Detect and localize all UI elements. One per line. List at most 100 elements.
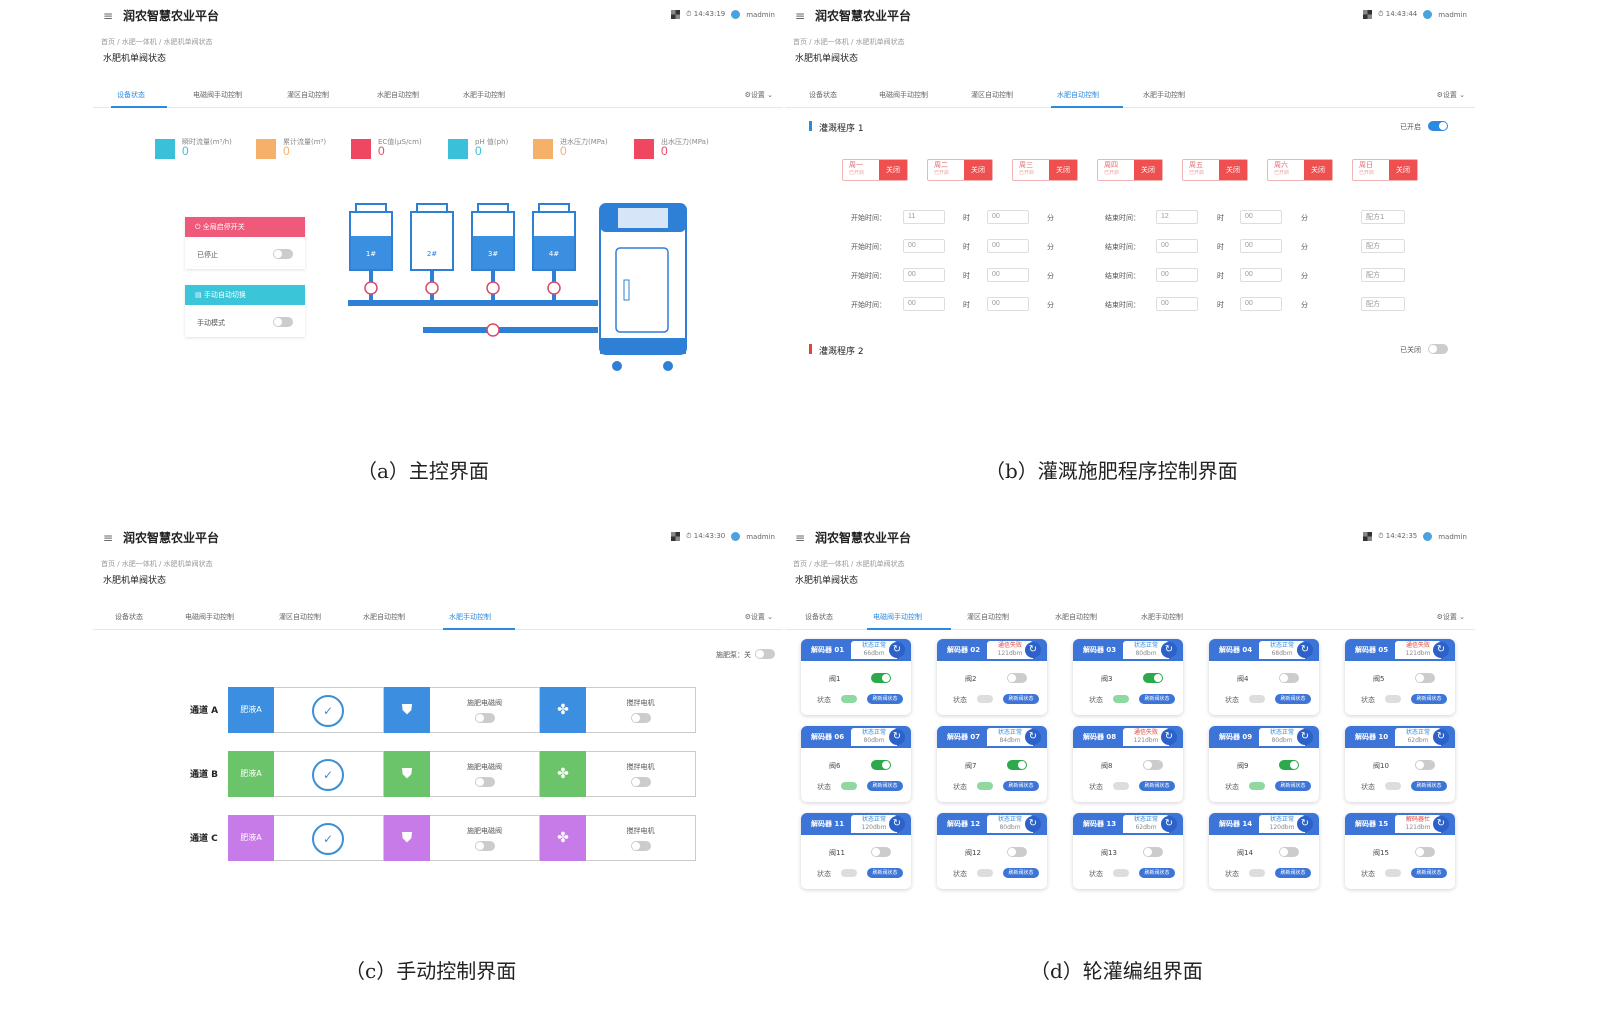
refresh-valve-button[interactable]: 刷新阀状态 [1275,868,1311,878]
refresh-icon[interactable]: ↻ [1433,729,1449,745]
refresh-valve-button[interactable]: 刷新阀状态 [1139,868,1175,878]
grid-icon[interactable] [1363,10,1373,19]
refresh-valve-button[interactable]: 刷新阀状态 [1139,694,1175,704]
refresh-icon[interactable]: ↻ [1297,816,1313,832]
motor-toggle[interactable] [631,841,651,851]
start-minute-input[interactable]: 00 [987,210,1029,224]
motor-toggle[interactable] [631,777,651,787]
end-hour-input[interactable]: 00 [1156,297,1198,311]
username[interactable]: madmin [746,532,775,541]
weekday-3[interactable]: 周三已开启关闭 [1012,159,1078,181]
refresh-icon[interactable]: ↻ [1297,642,1313,658]
username[interactable]: madmin [746,10,775,19]
tab-device-status[interactable]: 设备状态 [805,613,833,621]
mode-toggle[interactable] [273,317,293,327]
menu-icon[interactable]: ≡ [795,9,806,23]
start-minute-input[interactable]: 00 [987,297,1029,311]
valve-toggle[interactable] [475,841,495,851]
valve-toggle[interactable] [1007,760,1027,770]
weekday-off-button[interactable]: 关闭 [879,160,907,180]
tab-fert-auto[interactable]: 水肥自动控制 [377,91,419,99]
start-minute-input[interactable]: 00 [987,268,1029,282]
weekday-7[interactable]: 周日已开启关闭 [1352,159,1418,181]
tab-zone-auto[interactable]: 灌区自动控制 [279,613,321,621]
valve-toggle[interactable] [475,713,495,723]
settings-dropdown[interactable]: ⚙设置 ⌄ [744,91,773,99]
tab-valve-manual[interactable]: 电磁阀手动控制 [879,91,928,99]
settings-dropdown[interactable]: ⚙设置 ⌄ [1436,91,1465,99]
grid-icon[interactable] [671,10,681,19]
weekday-6[interactable]: 周六已开启关闭 [1267,159,1333,181]
tab-fert-manual[interactable]: 水肥手动控制 [449,613,491,621]
end-minute-input[interactable]: 00 [1240,210,1282,224]
menu-icon[interactable]: ≡ [103,531,114,545]
weekday-off-button[interactable]: 关闭 [1389,160,1417,180]
tab-fert-auto[interactable]: 水肥自动控制 [363,613,405,621]
weekday-4[interactable]: 周四已开启关闭 [1097,159,1163,181]
refresh-valve-button[interactable]: 刷新阀状态 [1275,781,1311,791]
weekday-off-button[interactable]: 关闭 [1134,160,1162,180]
start-hour-input[interactable]: 00 [903,239,945,253]
grid-icon[interactable] [1363,532,1373,541]
weekday-2[interactable]: 周二已开启关闭 [927,159,993,181]
valve-toggle[interactable] [1143,847,1163,857]
weekday-off-button[interactable]: 关闭 [964,160,992,180]
weekday-off-button[interactable]: 关闭 [1304,160,1332,180]
start-hour-input[interactable]: 11 [903,210,945,224]
weekday-off-button[interactable]: 关闭 [1049,160,1077,180]
grid-icon[interactable] [671,532,681,541]
tab-device-status[interactable]: 设备状态 [809,91,837,99]
valve-toggle[interactable] [1007,847,1027,857]
emergency-toggle[interactable] [273,249,293,259]
check-circle-icon[interactable]: ✓ [312,695,344,727]
refresh-valve-button[interactable]: 刷新阀状态 [867,781,903,791]
valve-toggle[interactable] [1415,673,1435,683]
refresh-icon[interactable]: ↻ [1025,816,1041,832]
settings-dropdown[interactable]: ⚙设置 ⌄ [1436,613,1465,621]
recipe-select[interactable]: 配方 [1361,297,1405,311]
recipe-select[interactable]: 配方1 [1361,210,1405,224]
refresh-valve-button[interactable]: 刷新阀状态 [867,868,903,878]
refresh-icon[interactable]: ↻ [1297,729,1313,745]
refresh-valve-button[interactable]: 刷新阀状态 [1003,694,1039,704]
check-circle-icon[interactable]: ✓ [312,823,344,855]
valve-toggle[interactable] [1415,847,1435,857]
settings-dropdown[interactable]: ⚙设置 ⌄ [744,613,773,621]
end-minute-input[interactable]: 00 [1240,297,1282,311]
tab-fert-auto[interactable]: 水肥自动控制 [1055,613,1097,621]
program1-toggle[interactable] [1428,121,1448,131]
tab-zone-auto[interactable]: 灌区自动控制 [287,91,329,99]
username[interactable]: madmin [1438,10,1467,19]
end-hour-input[interactable]: 12 [1156,210,1198,224]
valve-toggle[interactable] [1415,760,1435,770]
tab-valve-manual[interactable]: 电磁阀手动控制 [193,91,242,99]
refresh-icon[interactable]: ↻ [1025,729,1041,745]
tab-zone-auto[interactable]: 灌区自动控制 [967,613,1009,621]
refresh-icon[interactable]: ↻ [1025,642,1041,658]
tab-zone-auto[interactable]: 灌区自动控制 [971,91,1013,99]
recipe-select[interactable]: 配方 [1361,268,1405,282]
recipe-select[interactable]: 配方 [1361,239,1405,253]
valve-toggle[interactable] [1279,760,1299,770]
refresh-valve-button[interactable]: 刷新阀状态 [1411,868,1447,878]
valve-toggle[interactable] [871,847,891,857]
end-minute-input[interactable]: 00 [1240,268,1282,282]
tab-device-status[interactable]: 设备状态 [115,613,143,621]
weekday-1[interactable]: 周一已开启关闭 [842,159,908,181]
tab-fert-manual[interactable]: 水肥手动控制 [463,91,505,99]
program2-toggle[interactable] [1428,344,1448,354]
start-minute-input[interactable]: 00 [987,239,1029,253]
valve-toggle[interactable] [1143,673,1163,683]
tab-fert-auto[interactable]: 水肥自动控制 [1057,91,1099,99]
menu-icon[interactable]: ≡ [103,9,114,23]
valve-toggle[interactable] [871,760,891,770]
refresh-valve-button[interactable]: 刷新阀状态 [1411,781,1447,791]
check-circle-icon[interactable]: ✓ [312,759,344,791]
refresh-valve-button[interactable]: 刷新阀状态 [1139,781,1175,791]
start-hour-input[interactable]: 00 [903,297,945,311]
avatar[interactable] [731,532,741,541]
refresh-icon[interactable]: ↻ [889,642,905,658]
tab-fert-manual[interactable]: 水肥手动控制 [1143,91,1185,99]
refresh-icon[interactable]: ↻ [889,816,905,832]
valve-toggle[interactable] [1279,673,1299,683]
